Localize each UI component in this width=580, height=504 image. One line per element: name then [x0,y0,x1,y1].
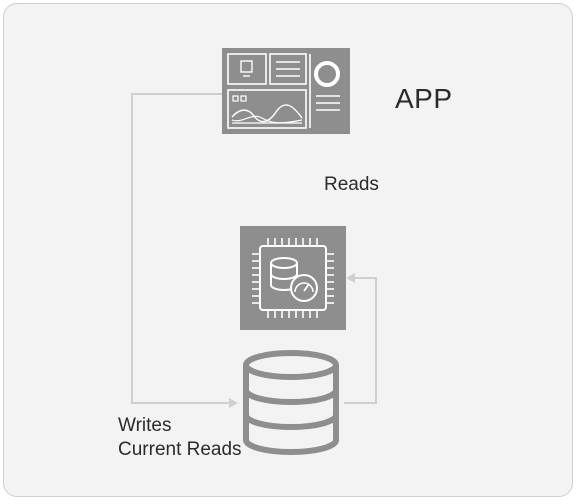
database-stack-icon [243,350,339,455]
writes-label-line2: Current Reads [118,439,242,460]
writes-label: Writes Current Reads [118,414,242,462]
cache-connector [344,273,377,404]
database-gauge-chip-icon [240,226,346,330]
writes-label-line1: Writes [118,415,172,436]
dashboard-app-icon [222,48,350,134]
app-label: APP [395,83,453,114]
writes-connector [131,93,238,408]
reads-label: Reads [324,174,379,195]
